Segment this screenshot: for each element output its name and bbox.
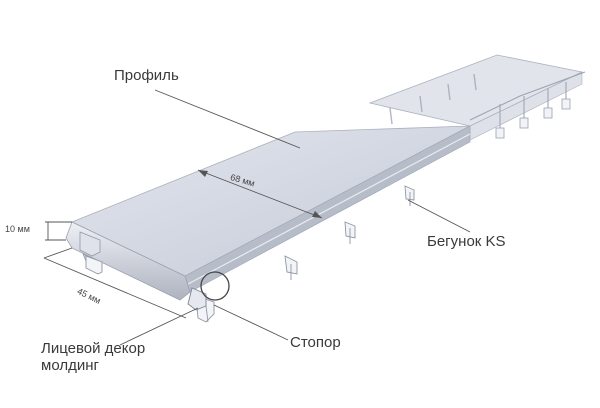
stopper-label: Стопор (290, 334, 341, 351)
decor-label: Лицевой декор молдинг (41, 340, 145, 374)
dim-45-line (43, 257, 187, 319)
runner-leader (407, 199, 471, 233)
stopper-part (187, 287, 207, 311)
decor-label-line2: молдинг (41, 357, 99, 374)
runner-label: Бегунок KS (427, 233, 506, 250)
stopper-leader (213, 304, 289, 341)
stopper-highlight-circle (200, 271, 230, 301)
profile-body (65, 125, 471, 323)
profile-leader (154, 89, 301, 149)
decor-label-line1: Лицевой декор (41, 340, 146, 357)
dimension-lines (43, 169, 323, 319)
dim-45-ext-left (43, 247, 73, 259)
dim-68-line (197, 169, 323, 219)
dimension-10-label: 10 мм (5, 224, 30, 234)
leader-lines (119, 89, 471, 346)
decor-leader (119, 307, 199, 346)
profile-transparent-section (368, 54, 586, 141)
profile-label: Профиль (114, 67, 179, 84)
